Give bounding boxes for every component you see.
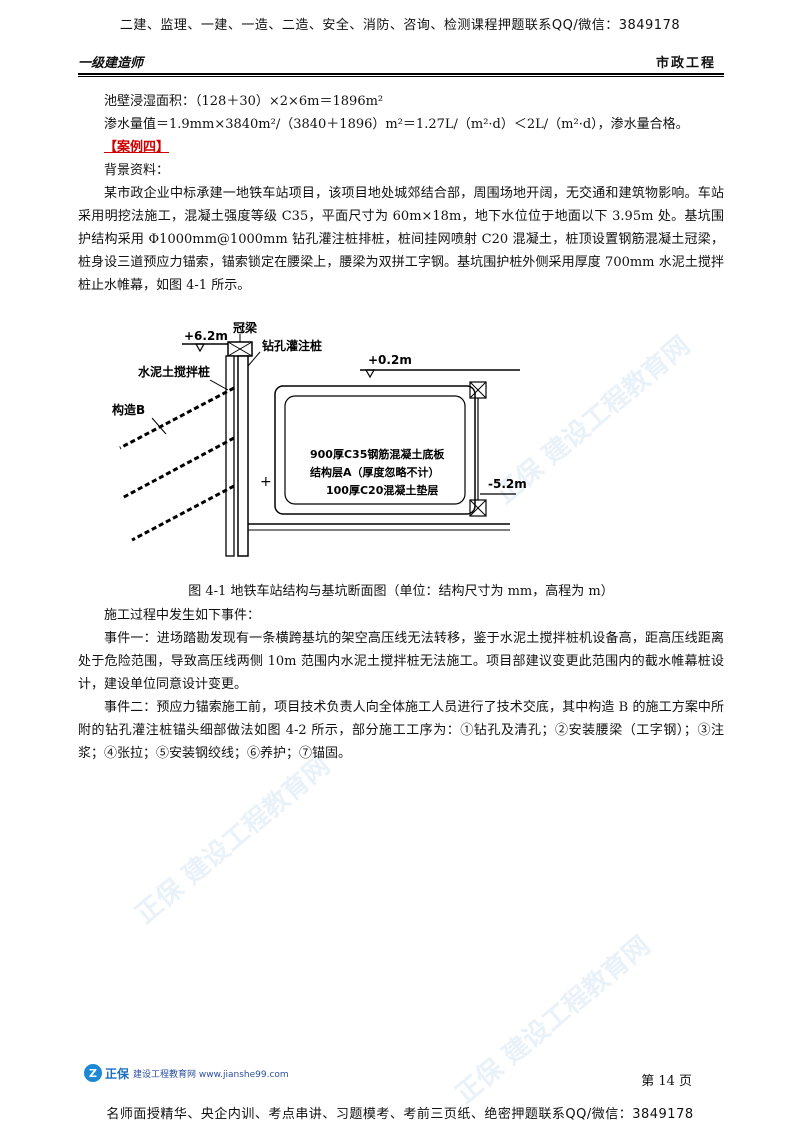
logo-brand: 正保 [105, 1066, 130, 1081]
crown-beam-label: 冠梁 [233, 320, 257, 335]
header-rule [78, 73, 724, 75]
section-diagram: +6.2m 冠梁 钻孔灌注桩 水泥土搅拌桩 +0.2m 构造B [112, 320, 527, 557]
background-label: 背景资料： [104, 163, 170, 178]
event-two: 事件二：预应力锚索施工前，项目技术负责人向全体施工人员进行了技术交底，其中构造 … [78, 700, 724, 761]
logo-text: 建设工程教育网 www.jianshe99.com [133, 1069, 289, 1080]
figure-caption: 图 4-1 地铁车站结构与基坑断面图（单位：结构尺寸为 mm，高程为 m） [188, 584, 614, 599]
events-intro: 施工过程中发生如下事件： [104, 608, 261, 623]
header-exam-name: 一级建造师 [78, 56, 144, 71]
case-title: 【案例四】 [104, 140, 170, 155]
elev-top-label: +6.2m [184, 329, 228, 343]
logo-badge-icon: Z [84, 1064, 102, 1082]
watermark: 正保 建设工程教育网 [130, 750, 336, 931]
line-soak-area: 池壁浸湿面积：（128＋30）×2×6m＝1896m² [104, 94, 384, 109]
structure-b-label: 构造B [112, 402, 145, 417]
footer-logo: Z 正保 建设工程教育网 www.jianshe99.com [84, 1064, 289, 1082]
slab-label-3: 100厚C20混凝土垫层 [326, 483, 438, 497]
header-rule-thin [78, 76, 724, 77]
elev-bottom-label: -5.2m [488, 477, 527, 491]
watermark: 正保 建设工程教育网 [450, 930, 656, 1111]
slab-label-1: 900厚C35钢筋混凝土底板 [310, 447, 445, 461]
top-banner: 二建、监理、一建、一造、二造、安全、消防、咨询、检测课程押题联系QQ/微信：38… [119, 18, 681, 33]
figure-4-1: +6.2m 冠梁 钻孔灌注桩 水泥土搅拌桩 +0.2m 构造B [100, 318, 530, 568]
page-number: 第 14 页 [641, 1074, 692, 1089]
line-seepage: 渗水量值＝1.9mm×3840m²/（3840＋1896）m²＝1.27L/（m… [104, 117, 689, 132]
plus-mark: + [260, 474, 272, 490]
bottom-banner: 名师面授精华、央企内训、考点串讲、习题模考、考前三页纸、绝密押题联系QQ/微信：… [106, 1107, 694, 1122]
upper-text-block: 池壁浸湿面积：（128＋30）×2×6m＝1896m² 渗水量值＝1.9mm×3… [78, 90, 724, 297]
header-subject: 市政工程 [655, 56, 716, 71]
slab-label-2: 结构层A（厚度忽略不计） [309, 465, 440, 479]
elev-ground-label: +0.2m [368, 353, 412, 367]
bored-pile-label: 钻孔灌注桩 [262, 338, 322, 353]
mixing-pile-label: 水泥土搅拌桩 [138, 364, 210, 379]
event-one: 事件一：进场踏勘发现有一条横跨基坑的架空高压线无法转移，鉴于水泥土搅拌桩机设备高… [78, 631, 724, 692]
events-block: 施工过程中发生如下事件： 事件一：进场踏勘发现有一条横跨基坑的架空高压线无法转移… [78, 604, 724, 765]
background-paragraph: 某市政企业中标承建一地铁车站项目，该项目地处城郊结合部，周围场地开阔，无交通和建… [78, 186, 724, 293]
